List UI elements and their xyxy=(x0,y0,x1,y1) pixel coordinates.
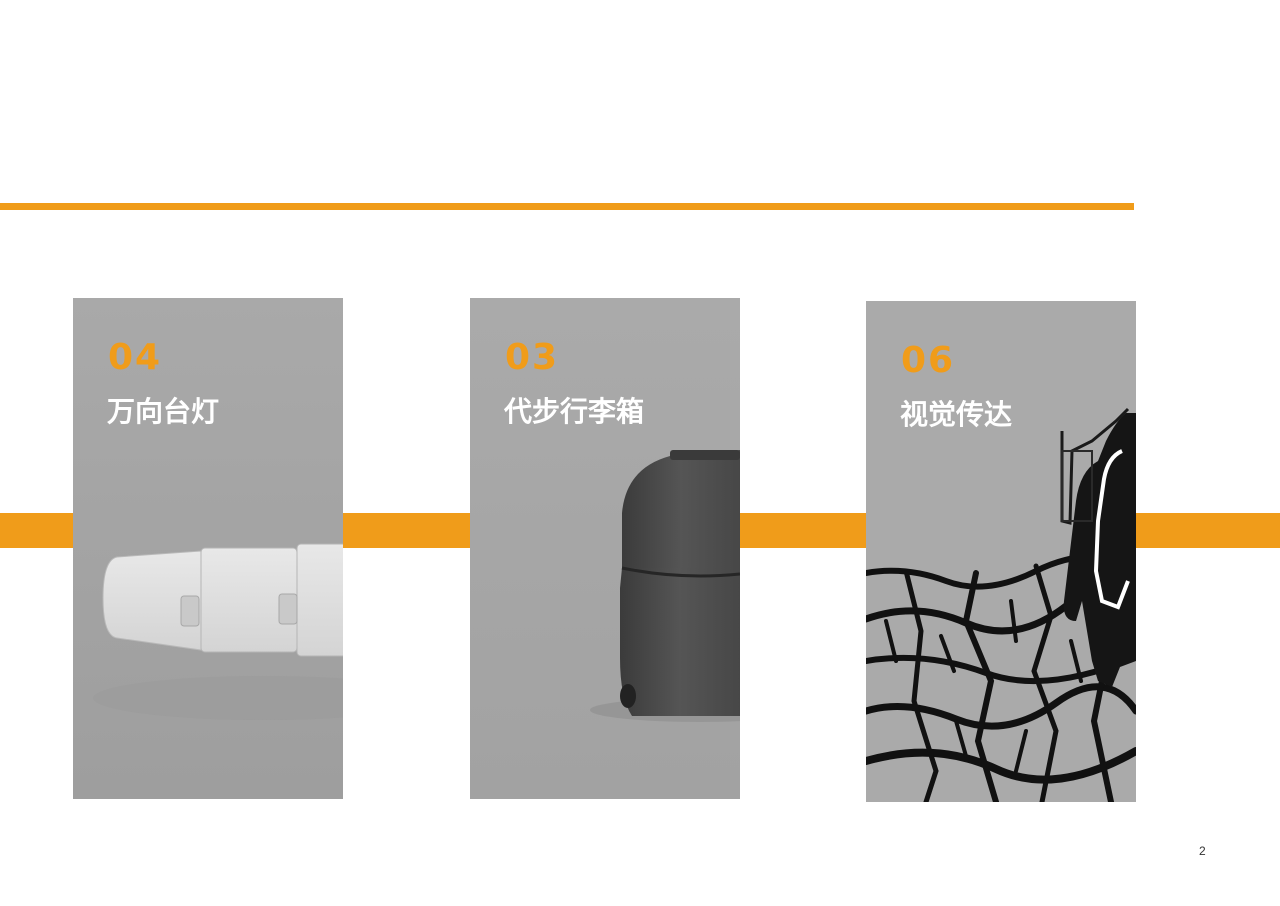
project-card-visual[interactable]: 06 视觉传达 xyxy=(866,301,1136,802)
project-card-lamp[interactable]: 04 万向台灯 xyxy=(73,298,343,799)
top-accent-rule xyxy=(0,203,1134,210)
card-title: 代步行李箱 xyxy=(504,395,645,428)
card-title: 万向台灯 xyxy=(107,395,220,428)
suitcase-image xyxy=(470,298,740,799)
cracked-earth-image xyxy=(866,301,1136,802)
card-number: 04 xyxy=(108,337,163,378)
card-title: 视觉传达 xyxy=(900,398,1013,431)
project-card-suitcase[interactable]: 03 代步行李箱 xyxy=(470,298,740,799)
card-number: 06 xyxy=(901,340,956,381)
lamp-image xyxy=(73,298,343,799)
page-number: 2 xyxy=(1199,844,1206,858)
card-number: 03 xyxy=(505,337,560,378)
